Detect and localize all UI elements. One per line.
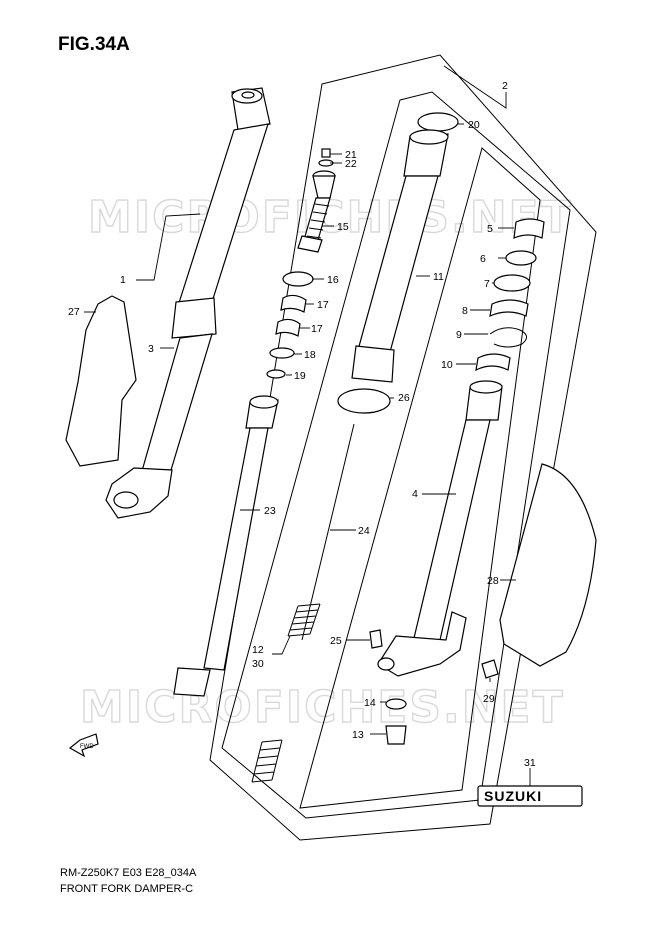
svg-text:FWD: FWD — [80, 744, 94, 750]
part-26-o-ring — [337, 388, 391, 414]
part-11-inner-tube — [351, 129, 449, 383]
callout-8: 8 — [462, 305, 468, 317]
callout-5: 5 — [487, 223, 493, 235]
callout-22: 22 — [345, 158, 357, 170]
callout-21: 21 — [345, 149, 357, 161]
part-1-fork-leg — [105, 87, 271, 519]
callout-7: 7 — [484, 278, 490, 290]
part-20-o-ring — [417, 112, 459, 132]
callout-16: 16 — [327, 274, 339, 286]
callout-11: 11 — [433, 271, 444, 283]
callout-29: 29 — [483, 693, 495, 705]
part-27-fork-guard-left — [65, 295, 137, 467]
callout-17b: 17 — [311, 323, 323, 335]
part-13-bolt — [385, 725, 407, 745]
callout-10: 10 — [441, 359, 453, 371]
figure-title: FIG.34A — [58, 34, 130, 55]
part-7-ring — [493, 274, 531, 292]
callout-25: 25 — [330, 635, 342, 647]
callout-14: 14 — [364, 697, 376, 709]
callout-31: 31 — [524, 757, 536, 769]
part-23-damper-cartridge — [173, 395, 279, 697]
part-10-dust-seal — [475, 353, 511, 372]
part-29-bolt — [481, 659, 499, 679]
part-18-ring — [269, 347, 295, 359]
callout-9: 9 — [456, 329, 462, 341]
part-9-snap-ring — [489, 327, 527, 348]
part-12-30-spring-upper — [287, 603, 321, 637]
callout-26: 26 — [398, 392, 410, 404]
callout-17a: 17 — [317, 299, 329, 311]
watermark-top: MICROFICHES.NET — [88, 192, 573, 243]
watermark-bottom: MICROFICHES.NET — [80, 682, 565, 733]
model-code: RM-Z250K7 E03 E28_034A — [60, 867, 197, 879]
assembly-outline-outer — [209, 54, 597, 841]
callout-27: 27 — [68, 306, 80, 318]
part-19-ring — [266, 369, 286, 379]
part-14-washer — [385, 698, 407, 710]
callout-2: 2 — [502, 80, 508, 92]
callout-3: 3 — [148, 343, 154, 355]
part-17-bushing-upper — [280, 294, 307, 313]
part-17-bushing-lower — [275, 318, 301, 337]
callout-19: 19 — [294, 370, 306, 382]
svg-text:SUZUKI: SUZUKI — [484, 788, 542, 804]
callout-30: 30 — [252, 658, 264, 670]
forward-arrow-icon: FWD — [68, 733, 99, 758]
part-24-rod — [301, 423, 355, 641]
callout-23: 23 — [264, 505, 276, 517]
callout-12: 12 — [252, 644, 264, 656]
section-name: FRONT FORK DAMPER-C — [60, 883, 194, 895]
part-15-cartridge-cap — [297, 170, 336, 253]
part-25-bolt — [369, 629, 383, 649]
part-4-lower-tube — [377, 380, 503, 677]
assembly-outline-inner — [299, 147, 541, 809]
part-12-30-spring-lower — [251, 739, 283, 783]
callout-4: 4 — [412, 488, 418, 500]
part-5-slide-bush — [513, 218, 545, 239]
part-31-emblem: SUZUKI — [477, 785, 583, 807]
callout-15: 15 — [337, 221, 349, 233]
callout-28: 28 — [487, 575, 499, 587]
callout-20: 20 — [468, 119, 480, 131]
callout-1: 1 — [120, 274, 126, 286]
callout-13: 13 — [352, 729, 364, 741]
part-8-oil-seal — [489, 299, 529, 318]
part-16-ring — [282, 271, 314, 287]
part-6-washer — [505, 250, 537, 266]
callout-18: 18 — [304, 349, 316, 361]
callout-labels: 1 2 3 4 5 6 7 8 9 10 11 12 13 14 15 16 1… — [68, 80, 536, 769]
callout-24: 24 — [358, 525, 370, 537]
part-28-fork-guard-right — [499, 463, 597, 667]
leader-lines — [84, 65, 531, 786]
callout-6: 6 — [480, 253, 486, 265]
